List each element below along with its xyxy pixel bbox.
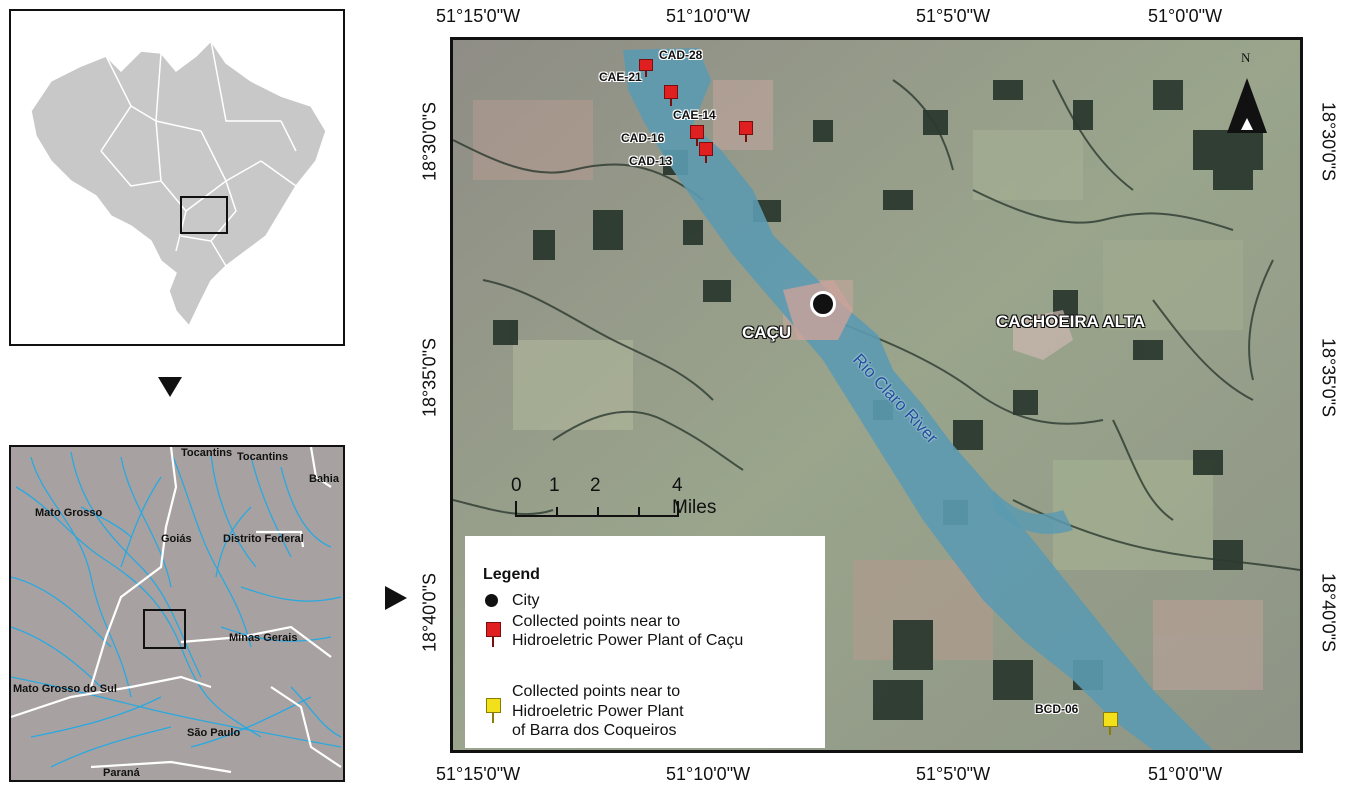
lon-label-bottom-2: 51°10'0"W xyxy=(666,764,751,784)
state-label-distrito-federal: Distrito Federal xyxy=(223,533,304,545)
city-label-cacu: CAÇU xyxy=(742,323,792,342)
lat-label-right-1: 18°30'0"S xyxy=(1318,101,1339,182)
state-label-tocantins-1: Tocantins xyxy=(181,447,233,459)
scale-label-2: 2 xyxy=(590,475,601,496)
legend-city-icon xyxy=(485,594,498,607)
scale-label-4-miles: 4 Miles xyxy=(672,475,717,518)
legend-red-line1: Collected points near to xyxy=(512,613,681,630)
legend-title: Legend xyxy=(483,566,540,583)
satellite-imagery xyxy=(453,40,1300,750)
lat-label-right-2: 18°35'0"S xyxy=(1318,337,1339,418)
map-legend: Legend City Collected points near to Hid… xyxy=(465,536,825,748)
lon-label-bottom-3: 51°5'0"W xyxy=(916,764,991,784)
state-label-bahia: Bahia xyxy=(309,473,339,485)
north-label: N xyxy=(1241,50,1251,65)
lat-label-left-2: 18°35'0"S xyxy=(419,337,440,418)
pin-cad-28-icon xyxy=(639,59,653,77)
lon-label-top-2: 51°10'0"W xyxy=(666,6,751,26)
legend-yellow-pin-icon xyxy=(486,698,501,723)
main-map: N CAÇU CACHOEIRA ALTA Rio Claro River CA… xyxy=(450,37,1303,753)
legend-red-line2: Hidroeletric Power Plant of Caçu xyxy=(512,632,744,649)
pin-label-bcd-06: BCD-06 xyxy=(1035,702,1079,716)
legend-red-pin-icon xyxy=(486,622,501,647)
pin-label-cae-14: CAE-14 xyxy=(673,108,716,122)
state-label-sao-paulo: São Paulo xyxy=(187,727,241,739)
state-label-goias: Goiás xyxy=(161,533,192,545)
pin-cae-21-icon xyxy=(664,85,678,106)
city-marker-icon xyxy=(810,291,836,317)
legend-yellow-line3: of Barra dos Coqueiros xyxy=(512,722,677,739)
down-arrow-icon xyxy=(158,377,182,397)
pin-bcd-06-icon xyxy=(1103,712,1118,735)
legend-city-label: City xyxy=(512,592,540,609)
legend-yellow-line1: Collected points near to xyxy=(512,683,681,700)
state-label-parana: Paraná xyxy=(103,767,140,779)
state-label-mato-grosso-do-sul: Mato Grosso do Sul xyxy=(13,683,117,695)
regional-rivers xyxy=(11,447,342,774)
state-label-tocantins-2: Tocantins xyxy=(237,451,289,463)
pin-cad-16-icon xyxy=(690,125,704,146)
lon-label-bottom-4: 51°0'0"W xyxy=(1148,764,1223,784)
reservoir-water xyxy=(623,48,1213,750)
legend-yellow-line2: Hidroeletric Power Plant xyxy=(512,703,684,720)
regional-study-box xyxy=(143,609,186,649)
pin-cad-13-icon xyxy=(699,142,713,163)
north-arrow-icon xyxy=(1227,78,1267,138)
study-region-box xyxy=(180,196,228,234)
lon-label-top-3: 51°5'0"W xyxy=(916,6,991,26)
scale-bar: 0 1 2 4 Miles xyxy=(511,475,716,519)
regional-map: Tocantins Tocantins Bahia Mato Grosso Go… xyxy=(9,445,345,782)
pin-cae-14-icon xyxy=(739,121,753,142)
brazil-outline xyxy=(30,39,327,328)
scale-label-0: 0 xyxy=(511,475,522,496)
pin-label-cad-28: CAD-28 xyxy=(659,48,703,62)
lat-label-left-3: 18°40'0"S xyxy=(419,572,440,653)
state-label-minas-gerais: Minas Gerais xyxy=(229,632,298,644)
lon-label-bottom-1: 51°15'0"W xyxy=(436,764,521,784)
town-label-cachoeira-alta: CACHOEIRA ALTA xyxy=(996,312,1146,331)
overview-map xyxy=(9,9,345,346)
lon-label-top-1: 51°15'0"W xyxy=(436,6,521,26)
lat-label-left-1: 18°30'0"S xyxy=(419,101,440,182)
scale-label-1: 1 xyxy=(549,475,560,496)
lat-label-right-3: 18°40'0"S xyxy=(1318,572,1339,653)
state-label-mato-grosso: Mato Grosso xyxy=(35,507,103,519)
right-arrow-icon xyxy=(385,586,407,610)
pin-label-cad-16: CAD-16 xyxy=(621,131,665,145)
pin-label-cad-13: CAD-13 xyxy=(629,154,673,168)
pin-label-cae-21: CAE-21 xyxy=(599,70,642,84)
lon-label-top-4: 51°0'0"W xyxy=(1148,6,1223,26)
